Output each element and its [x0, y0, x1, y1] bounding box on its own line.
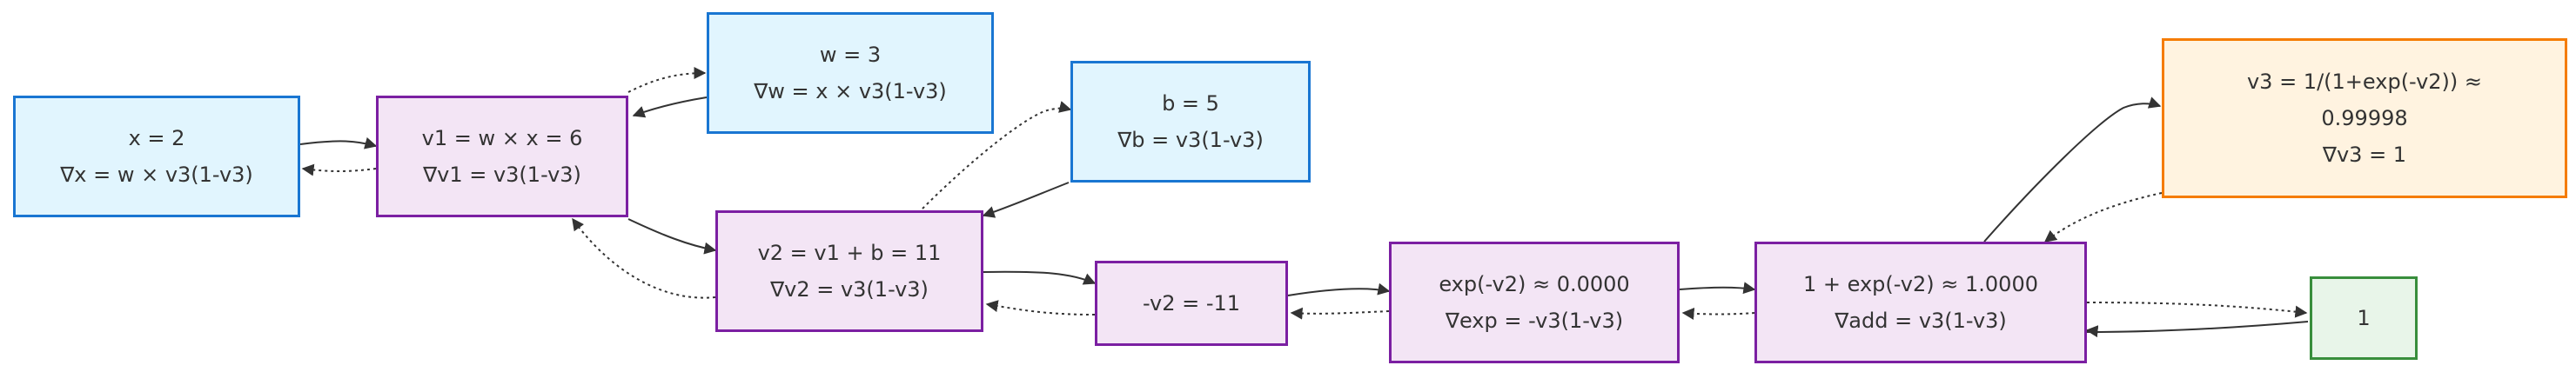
- grad-edge-v2-to-v1: [572, 217, 716, 299]
- node-one: 1: [2310, 276, 2418, 360]
- node-one-value: 1: [2357, 306, 2371, 330]
- node-add-gradient: ∇add = v3(1-v3): [1835, 309, 2007, 333]
- node-v3-value: v3 = 1/(1+exp(-v2)) ≈: [2246, 70, 2483, 94]
- grad-edge-v3-to-add: [2043, 192, 2163, 242]
- node-add-value: 1 + exp(-v2) ≈ 1.0000: [1803, 272, 2038, 296]
- edge-one-to-add: [2075, 321, 2309, 338]
- node-v1: v1 = w × x = 6 ∇v1 = v3(1-v3): [376, 96, 628, 217]
- node-v3-value-cont: 0.99998: [2321, 106, 2408, 130]
- node-v1-gradient: ∇v1 = v3(1-v3): [423, 163, 581, 187]
- node-v3: v3 = 1/(1+exp(-v2)) ≈ 0.99998 ∇v3 = 1: [2162, 38, 2567, 198]
- node-add: 1 + exp(-v2) ≈ 1.0000 ∇add = v3(1-v3): [1754, 242, 2087, 363]
- node-v2-gradient: ∇v2 = v3(1-v3): [770, 277, 929, 302]
- node-x: x = 2 ∇x = w × v3(1-v3): [13, 96, 300, 217]
- node-w: w = 3 ∇w = x × v3(1-v3): [707, 12, 994, 134]
- edge-b-to-v2: [982, 182, 1070, 218]
- node-b: b = 5 ∇b = v3(1-v3): [1070, 61, 1311, 183]
- grad-edge-v2-to-b: [922, 101, 1072, 209]
- node-v1-value: v1 = w × x = 6: [421, 126, 583, 150]
- node-v2-value: v2 = v1 + b = 11: [757, 241, 942, 265]
- edge-v2-to-neg: [983, 270, 1097, 285]
- node-x-value: x = 2: [128, 126, 185, 150]
- node-exp-gradient: ∇exp = -v3(1-v3): [1445, 309, 1624, 333]
- node-exp: exp(-v2) ≈ 0.0000 ∇exp = -v3(1-v3): [1389, 242, 1680, 363]
- edge-neg-to-exp: [1287, 282, 1391, 296]
- node-neg-value: -v2 = -11: [1142, 291, 1241, 316]
- node-v2: v2 = v1 + b = 11 ∇v2 = v3(1-v3): [715, 210, 983, 332]
- grad-edge-exp-to-neg: [1290, 307, 1390, 320]
- grad-edge-neg-to-v2: [985, 300, 1096, 316]
- edge-exp-to-add: [1679, 282, 1756, 295]
- edge-add-to-v3: [1983, 96, 2162, 242]
- node-neg: -v2 = -11: [1095, 261, 1288, 346]
- node-v3-gradient: ∇v3 = 1: [2322, 143, 2407, 167]
- grad-edge-v1-to-x: [301, 163, 377, 176]
- grad-edge-add-to-exp: [1681, 307, 1755, 320]
- grad-edge-add-to-one: [2086, 302, 2308, 318]
- edge-x-to-v1: [299, 136, 378, 149]
- edge-v1-to-v2: [627, 218, 717, 255]
- node-w-gradient: ∇w = x × v3(1-v3): [754, 79, 947, 103]
- grad-edge-v1-to-w: [627, 67, 707, 93]
- node-exp-value: exp(-v2) ≈ 0.0000: [1439, 272, 1630, 296]
- node-b-gradient: ∇b = v3(1-v3): [1117, 128, 1264, 152]
- edge-w-to-v1: [632, 96, 708, 118]
- node-b-value: b = 5: [1162, 91, 1219, 116]
- node-x-gradient: ∇x = w × v3(1-v3): [60, 163, 253, 187]
- node-w-value: w = 3: [819, 43, 882, 67]
